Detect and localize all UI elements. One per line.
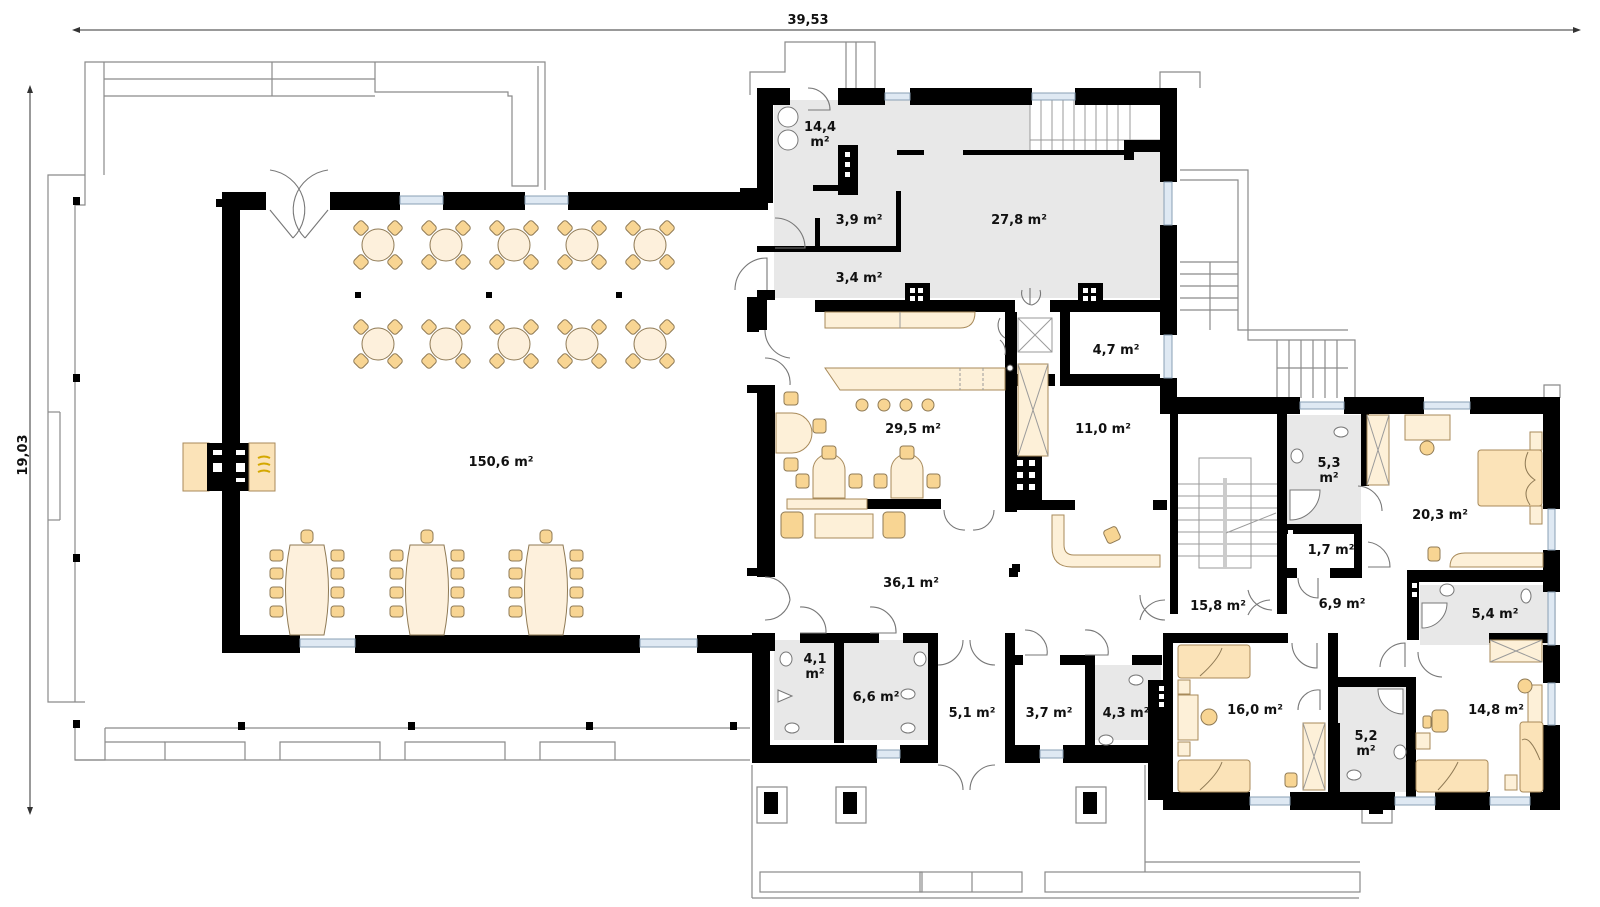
room-label-wc-women-unit: m² [805,667,824,682]
room-label-kitchen: 27,8 m² [991,213,1047,228]
exterior-stairs [749,41,1561,398]
room-label-bedroom-2: 16,0 m² [1227,703,1283,718]
kitchen-stairs [1029,100,1164,160]
walls [182,88,1560,810]
boiler-equipment [777,106,799,151]
dimension-width: 39,53 [72,13,1581,33]
room-label-storage: 3,9 m² [836,213,883,228]
room-label-bath-3-unit: m² [1356,744,1375,759]
dimension-depth: 19,03 [16,85,33,815]
terrace-entrance [751,765,1393,899]
room-label-cloak: 3,7 m² [1026,706,1073,721]
room-label-hallway: 6,9 m² [1319,597,1366,612]
room-label-bedroom-1: 20,3 m² [1412,508,1468,523]
room-label-office: 11,0 m² [1075,422,1131,437]
bedroom-furniture [1177,414,1544,793]
room-label-bath-1-unit: m² [1319,471,1338,486]
room-label-boiler: 14,4 [804,120,836,135]
room-label-stair-hall: 15,8 m² [1190,599,1246,614]
bar-furniture [775,311,1161,572]
shafts [1006,317,1543,791]
room-label-bedroom-3: 14,8 m² [1468,703,1524,718]
room-label-bar: 29,5 m² [885,422,941,437]
room-label-wc-women: 4,1 [803,652,826,667]
room-label-hall: 150,6 m² [469,455,534,470]
round-tables [353,220,675,369]
room-label-bath-1: 5,3 [1317,456,1340,471]
room-label-service-corridor: 3,4 m² [836,271,883,286]
room-label-boiler-unit: m² [810,135,829,150]
internal-stairs [1173,457,1278,569]
room-label-wc-men: 6,6 m² [853,690,900,705]
depth-dimension-label: 19,03 [16,434,31,475]
terrace-left [47,61,750,761]
room-label-closet: 1,7 m² [1308,543,1355,558]
banquet-tables [269,529,584,636]
room-label-pantry: 4,7 m² [1093,343,1140,358]
room-label-lobby: 36,1 m² [883,576,939,591]
room-labels: 150,6 m² 14,4 m² 3,9 m² 27,8 m² 3,4 m² 2… [469,120,1524,759]
width-dimension-label: 39,53 [787,13,828,28]
room-label-wc-disabled: 4,3 m² [1103,706,1150,721]
room-label-vestibule: 5,1 m² [949,706,996,721]
room-label-bath-2: 5,4 m² [1472,607,1519,622]
bathroom-fixtures [777,426,1532,781]
doors [269,87,1443,791]
windows [299,92,1556,806]
room-label-bath-3: 5,2 [1354,729,1377,744]
